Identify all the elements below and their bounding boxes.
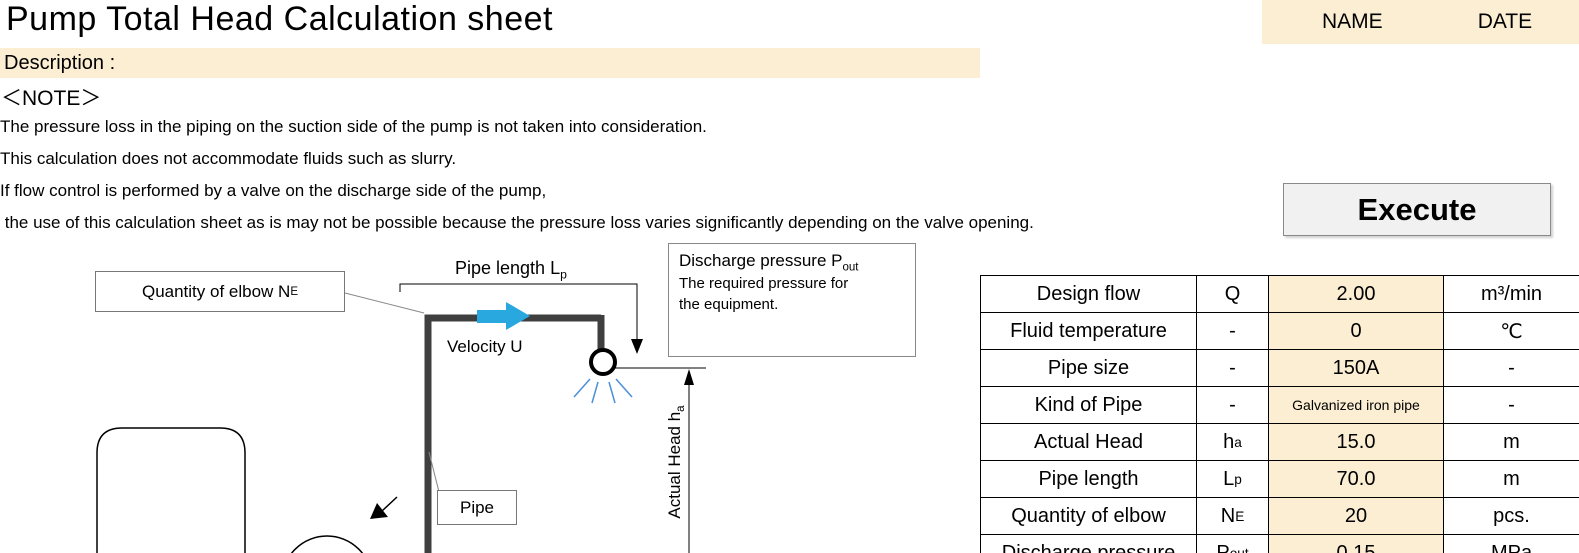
param-value-cell[interactable]: 0 [1269, 313, 1444, 350]
param-value-cell[interactable]: 15.0 [1269, 424, 1444, 461]
spray-line [608, 381, 616, 404]
note-line-1: The pressure loss in the piping on the s… [0, 117, 707, 136]
note-line-4: the use of this calculation sheet as is … [0, 213, 1034, 232]
suction-arrow-icon [370, 503, 388, 519]
param-value-cell[interactable]: 70.0 [1269, 461, 1444, 498]
param-symbol: - [1197, 350, 1269, 387]
param-value-cell[interactable]: 2.00 [1269, 276, 1444, 313]
param-name: Fluid temperature [981, 313, 1197, 350]
param-unit: MPa [1444, 535, 1579, 553]
tank-outline [96, 427, 246, 553]
pump-circle [290, 535, 364, 553]
spray-line [573, 378, 591, 398]
table-row-design-flow: Design flow Q 2.00 m³/min [981, 276, 1579, 313]
pipe-length-dimension-line [399, 283, 638, 341]
param-name: Discharge pressure [981, 535, 1197, 553]
param-unit: m³/min [1444, 276, 1579, 313]
pipe-length-label: Pipe length Lp [455, 258, 567, 282]
param-value-cell[interactable]: 150A [1269, 350, 1444, 387]
page-title: Pump Total Head Calculation sheet [6, 0, 553, 38]
quantity-of-elbow-label: Quantity of elbow N [141, 281, 291, 301]
velocity-label: Velocity U [447, 337, 523, 356]
param-unit: m [1444, 461, 1579, 498]
description-cell[interactable]: Description : [0, 48, 980, 78]
elbow-label-leader-line [344, 292, 425, 314]
param-name: Actual Head [981, 424, 1197, 461]
note-heading: ＜NOTE＞ [1, 87, 102, 110]
param-value-cell[interactable]: Galvanized iron pipe [1269, 387, 1444, 424]
param-name: Pipe length [981, 461, 1197, 498]
param-name: Design flow [981, 276, 1197, 313]
param-symbol: - [1197, 387, 1269, 424]
spray-line [591, 381, 599, 404]
note-line-3: If flow control is performed by a valve … [0, 181, 547, 200]
spray-line [615, 378, 633, 398]
param-unit: ℃ [1444, 313, 1579, 350]
flow-arrow-icon [477, 302, 530, 330]
discharge-pressure-title: Discharge pressure Pout [679, 251, 859, 274]
param-unit: - [1444, 387, 1579, 424]
name-date-strip: NAME DATE [1262, 0, 1579, 44]
name-label: NAME [1322, 10, 1383, 33]
description-label: Description : [4, 51, 116, 74]
param-unit: m [1444, 424, 1579, 461]
suction-arrow-line [381, 496, 398, 512]
dimension-arrow-down-icon [631, 339, 643, 354]
parameters-table: Design flow Q 2.00 m³/min Fluid temperat… [980, 275, 1579, 553]
table-row-kind-of-pipe: Kind of Pipe - Galvanized iron pipe - [981, 387, 1579, 424]
dimension-arrow-up-icon [684, 369, 694, 385]
param-value-cell[interactable]: 20 [1269, 498, 1444, 535]
pipe-label-box: Pipe [437, 490, 517, 525]
note-line-2: This calculation does not accommodate fl… [0, 149, 457, 168]
param-value-cell[interactable]: 0.15 [1269, 535, 1444, 553]
param-symbol: Q [1197, 276, 1269, 313]
param-name: Pipe size [981, 350, 1197, 387]
discharge-nozzle-icon [589, 348, 617, 376]
param-name: Quantity of elbow [981, 498, 1197, 535]
param-unit: - [1444, 350, 1579, 387]
actual-head-label: Actual Head ha [664, 405, 688, 519]
table-row-fluid-temperature: Fluid temperature - 0 ℃ [981, 313, 1579, 350]
discharge-pressure-desc-1: The required pressure for [679, 275, 849, 293]
quantity-of-elbow-label-sub: E [290, 285, 299, 298]
param-unit: pcs. [1444, 498, 1579, 535]
date-label: DATE [1477, 10, 1533, 33]
pipe-label: Pipe [459, 497, 495, 517]
discharge-pressure-label-box: Discharge pressure Pout The required pre… [668, 243, 916, 357]
param-symbol: - [1197, 313, 1269, 350]
param-name: Kind of Pipe [981, 387, 1197, 424]
discharge-pressure-desc-2: the equipment. [679, 296, 779, 314]
table-row-pipe-size: Pipe size - 150A - [981, 350, 1579, 387]
execute-button[interactable]: Execute [1283, 183, 1551, 236]
